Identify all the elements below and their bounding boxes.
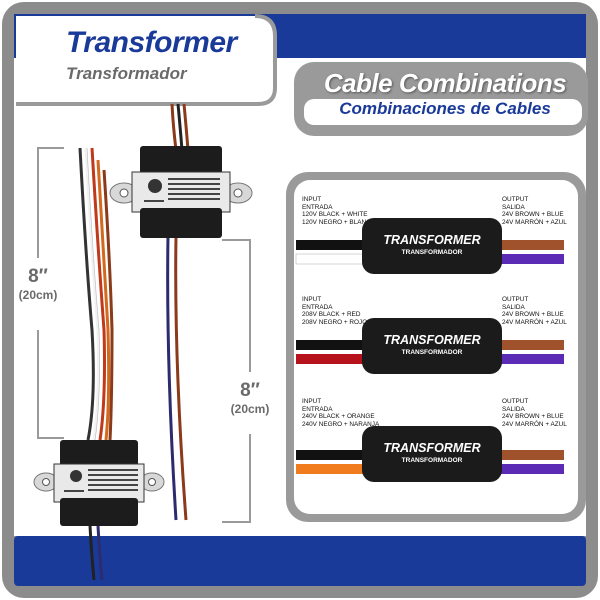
output-wire-a xyxy=(498,450,564,460)
box-subtitle: TRANSFORMADOR xyxy=(401,349,463,356)
title-tab xyxy=(16,16,275,104)
transformer-box-1: TRANSFORMER TRANSFORMADOR xyxy=(362,218,502,274)
upper-input-wires xyxy=(166,235,188,521)
input-wires-es: 240V NEGRO + NARANJA xyxy=(302,420,380,428)
input-wires-en: 120V BLACK + WHITE xyxy=(302,211,368,219)
output-heading-es: SALIDA xyxy=(502,303,525,311)
combinations-subtitle: Combinaciones de Cables xyxy=(339,99,551,118)
product-subtitle: Transformador xyxy=(66,64,187,83)
transformer-box-2: TRANSFORMER TRANSFORMADOR xyxy=(362,318,502,374)
output-wires-es: 24V MARRÓN + AZUL xyxy=(502,218,567,226)
upper-output-wires xyxy=(170,103,190,151)
output-wires-en: 24V BROWN + BLUE xyxy=(502,311,564,319)
combinations-header-top xyxy=(302,68,582,102)
combination-wires xyxy=(295,240,564,474)
output-wire-a xyxy=(498,340,564,350)
output-wires-es: 24V MARRÓN + AZUL xyxy=(502,420,567,428)
output-label-2: OUTPUT SALIDA 24V BROWN + BLUE 24V MARRÓ… xyxy=(502,296,567,326)
output-label-3: OUTPUT SALIDA 24V BROWN + BLUE 24V MARRÓ… xyxy=(502,398,567,428)
box-title: TRANSFORMER xyxy=(383,441,481,455)
output-wire-b xyxy=(498,464,564,474)
combinations-header-white xyxy=(304,99,582,125)
dimension-label-left: 8″ (20cm) xyxy=(10,266,66,302)
dimension-metric-left: (20cm) xyxy=(18,288,58,302)
product-title: Transformer xyxy=(66,26,237,59)
output-heading: OUTPUT xyxy=(502,398,529,405)
box-title: TRANSFORMER xyxy=(383,333,481,347)
dimension-label-right: 8″ (20cm) xyxy=(222,380,278,416)
upper-transformer xyxy=(109,146,253,238)
output-wire-b xyxy=(498,254,564,264)
input-wire-a xyxy=(296,240,366,250)
input-wires-es: 208V NEGRO + ROJO xyxy=(302,318,368,326)
output-label-1: OUTPUT SALIDA 24V BROWN + BLUE 24V MARRÓ… xyxy=(502,196,567,226)
input-label-3: INPUT ENTRADA 240V BLACK + ORANGE 240V N… xyxy=(302,398,379,428)
output-heading-es: SALIDA xyxy=(502,405,525,413)
box-title: TRANSFORMER xyxy=(383,233,481,247)
output-wires-es: 24V MARRÓN + AZUL xyxy=(502,318,567,326)
dimension-bracket-right xyxy=(222,239,251,523)
box-subtitle: TRANSFORMADOR xyxy=(401,249,463,256)
input-heading: INPUT xyxy=(302,296,322,303)
lower-wires xyxy=(88,525,104,581)
input-label-2: INPUT ENTRADA 208V BLACK + RED 208V NEGR… xyxy=(302,296,367,326)
output-wires-en: 24V BROWN + BLUE xyxy=(502,413,564,421)
input-wire-b xyxy=(296,354,366,364)
dimension-metric-right: (20cm) xyxy=(230,402,270,416)
brand-logo-icon-lower xyxy=(70,470,82,482)
output-wire-b xyxy=(498,354,564,364)
box-subtitle: TRANSFORMADOR xyxy=(401,457,463,464)
input-heading-es: ENTRADA xyxy=(302,405,333,413)
dimension-bracket-left xyxy=(37,147,64,439)
dimension-length-right: 8″ xyxy=(240,380,260,401)
bottom-blue-band xyxy=(14,536,586,586)
input-heading: INPUT xyxy=(302,196,322,203)
transformer-box-3: TRANSFORMER TRANSFORMADOR xyxy=(362,426,502,482)
input-wires-en: 208V BLACK + RED xyxy=(302,311,361,319)
input-heading-es: ENTRADA xyxy=(302,203,333,211)
output-heading: OUTPUT xyxy=(502,296,529,303)
input-heading: INPUT xyxy=(302,398,322,405)
input-wire-b xyxy=(295,253,367,265)
lower-transformer xyxy=(33,440,165,526)
input-wire-a xyxy=(296,340,366,350)
input-wire-a xyxy=(296,450,366,460)
input-wire-b xyxy=(296,464,366,474)
output-heading-es: SALIDA xyxy=(502,203,525,211)
dimension-length-left: 8″ xyxy=(28,266,48,287)
input-label-1: INPUT ENTRADA 120V BLACK + WHITE 120V NE… xyxy=(302,196,376,226)
output-wires-en: 24V BROWN + BLUE xyxy=(502,211,564,219)
output-wire-a xyxy=(498,240,564,250)
long-wires xyxy=(78,147,114,441)
input-wires-en: 240V BLACK + ORANGE xyxy=(302,413,375,421)
title-tab-border xyxy=(16,14,277,106)
brand-logo-icon xyxy=(148,179,162,193)
combinations-title: Cable Combinations xyxy=(323,68,567,98)
input-heading-es: ENTRADA xyxy=(302,303,333,311)
input-wires-es: 120V NEGRO + BLANCO xyxy=(302,218,376,226)
output-heading: OUTPUT xyxy=(502,196,529,203)
